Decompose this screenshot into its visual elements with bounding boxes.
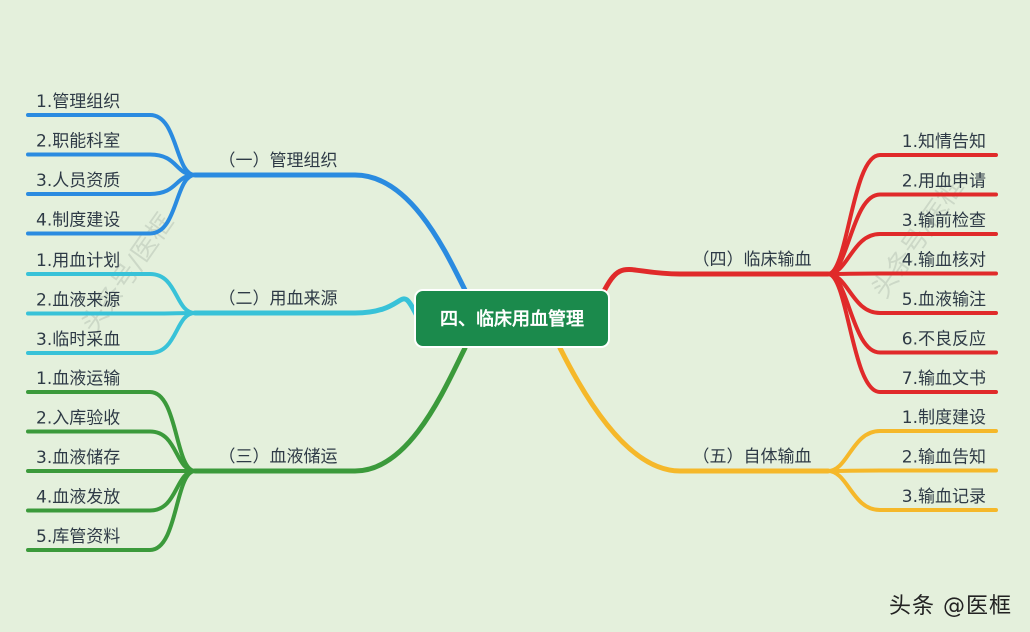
leaf-line-1-4	[26, 173, 197, 236]
leaf-line-4-7	[826, 272, 998, 394]
leaf-label-4-7[interactable]: 7.输血文书	[902, 369, 986, 389]
branch-label-2[interactable]: （二）用血来源	[219, 289, 338, 309]
branch-label-4[interactable]: （四）临床输血	[693, 250, 812, 270]
leaf-label-4-2[interactable]: 2.用血申请	[902, 172, 986, 192]
center-node[interactable]: 四、临床用血管理	[414, 289, 610, 348]
branch-line-5	[557, 345, 831, 474]
leaf-label-5-1[interactable]: 1.制度建设	[902, 408, 986, 428]
leaf-label-4-3[interactable]: 3.输前检查	[902, 211, 986, 231]
center-node-box	[414, 289, 610, 348]
center-node-label: 四、临床用血管理	[440, 308, 584, 330]
leaf-label-4-6[interactable]: 6.不良反应	[902, 330, 986, 350]
branch-line-1	[192, 172, 468, 293]
branch-label-3[interactable]: （三）血液储运	[219, 447, 338, 467]
branch-label-1[interactable]: （一）管理组织	[219, 151, 338, 171]
branch-line-4	[599, 267, 831, 298]
branch-label-5[interactable]: （五）自体输血	[693, 447, 812, 467]
leaf-line-3-5	[26, 469, 197, 552]
leaf-label-3-1[interactable]: 1.血液运输	[36, 369, 120, 389]
leaf-label-1-4[interactable]: 4.制度建设	[36, 211, 120, 231]
leaf-label-2-1[interactable]: 1.用血计划	[36, 251, 120, 271]
leaf-line-4-4	[826, 271, 998, 276]
leaf-label-4-5[interactable]: 5.血液输注	[902, 290, 986, 310]
leaf-label-3-5[interactable]: 5.库管资料	[36, 527, 120, 547]
leaf-label-3-3[interactable]: 3.血液储存	[36, 448, 120, 468]
leaf-label-5-2[interactable]: 2.输血告知	[902, 448, 986, 468]
leaf-line-5-2	[826, 468, 998, 473]
leaf-label-1-2[interactable]: 2.职能科室	[36, 132, 120, 152]
branch-line-3	[192, 345, 468, 474]
leaf-label-1-3[interactable]: 3.人员资质	[36, 171, 120, 191]
branch-line-2	[192, 296, 421, 321]
connector-lines	[26, 113, 998, 552]
leaf-label-3-4[interactable]: 4.血液发放	[36, 488, 120, 508]
leaf-line-2-3	[26, 311, 197, 355]
leaf-label-2-3[interactable]: 3.临时采血	[36, 330, 120, 350]
leaf-line-2-2	[26, 311, 197, 316]
leaf-label-1-1[interactable]: 1.管理组织	[36, 92, 120, 112]
leaf-label-4-4[interactable]: 4.输血核对	[902, 251, 986, 271]
signature: 头条 @医框	[889, 594, 1012, 619]
node-labels: （一）管理组织 1.管理组织 2.职能科室 3.人员资质 4.制度建设 （二）用血来源 1.…	[36, 92, 986, 547]
leaf-label-4-1[interactable]: 1.知情告知	[902, 132, 986, 152]
leaf-label-3-2[interactable]: 2.入库验收	[36, 409, 120, 429]
leaf-line-5-3	[826, 469, 998, 512]
leaf-label-2-2[interactable]: 2.血液来源	[36, 291, 120, 311]
leaf-label-5-3[interactable]: 3.输血记录	[902, 487, 986, 507]
